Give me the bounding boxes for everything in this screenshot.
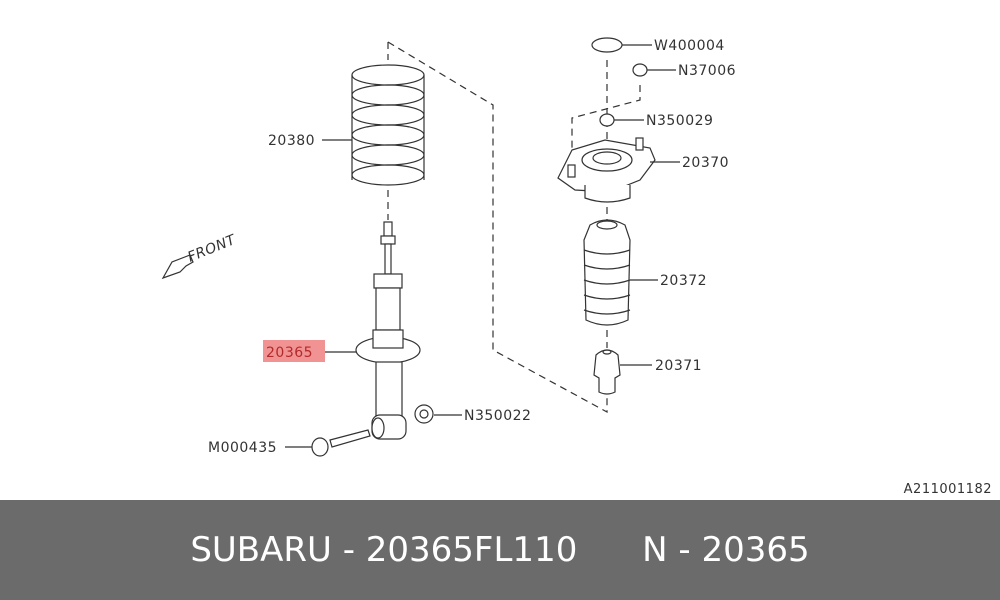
label-20370: 20370 xyxy=(682,155,729,171)
label-n350029: N350029 xyxy=(646,113,713,129)
label-w400004: W400004 xyxy=(654,38,725,54)
diagram-ref-code: A211001182 xyxy=(904,482,992,497)
footer-banner: SUBARU - 20365FL110 N - 20365 xyxy=(0,500,1000,600)
label-20365[interactable]: 20365 xyxy=(266,345,313,361)
coil-spring xyxy=(351,64,425,186)
strut-mount xyxy=(557,137,656,203)
parts-diagram: 20380 FRONT 20365 M000435 N350022 W40000… xyxy=(161,37,992,497)
front-arrow-icon xyxy=(161,254,194,280)
bump-stop xyxy=(593,349,621,395)
shock-absorber-strut xyxy=(355,221,421,440)
label-m000435: M000435 xyxy=(208,440,277,456)
part-number-title: SUBARU - 20365FL110 N - 20365 xyxy=(190,530,810,570)
dust-boot xyxy=(583,219,631,326)
mount-nut xyxy=(599,113,615,127)
label-n37006: N37006 xyxy=(678,63,736,79)
cap xyxy=(591,37,623,53)
front-label: FRONT xyxy=(186,232,240,266)
assembly-guide-line xyxy=(387,41,608,414)
highlight-box xyxy=(263,340,325,362)
label-n350022: N350022 xyxy=(464,408,531,424)
bolt xyxy=(311,429,371,457)
label-20380: 20380 xyxy=(268,133,315,149)
label-20372: 20372 xyxy=(660,273,707,289)
lower-nut xyxy=(414,404,434,424)
label-20371: 20371 xyxy=(655,358,702,374)
top-nut xyxy=(632,63,648,77)
